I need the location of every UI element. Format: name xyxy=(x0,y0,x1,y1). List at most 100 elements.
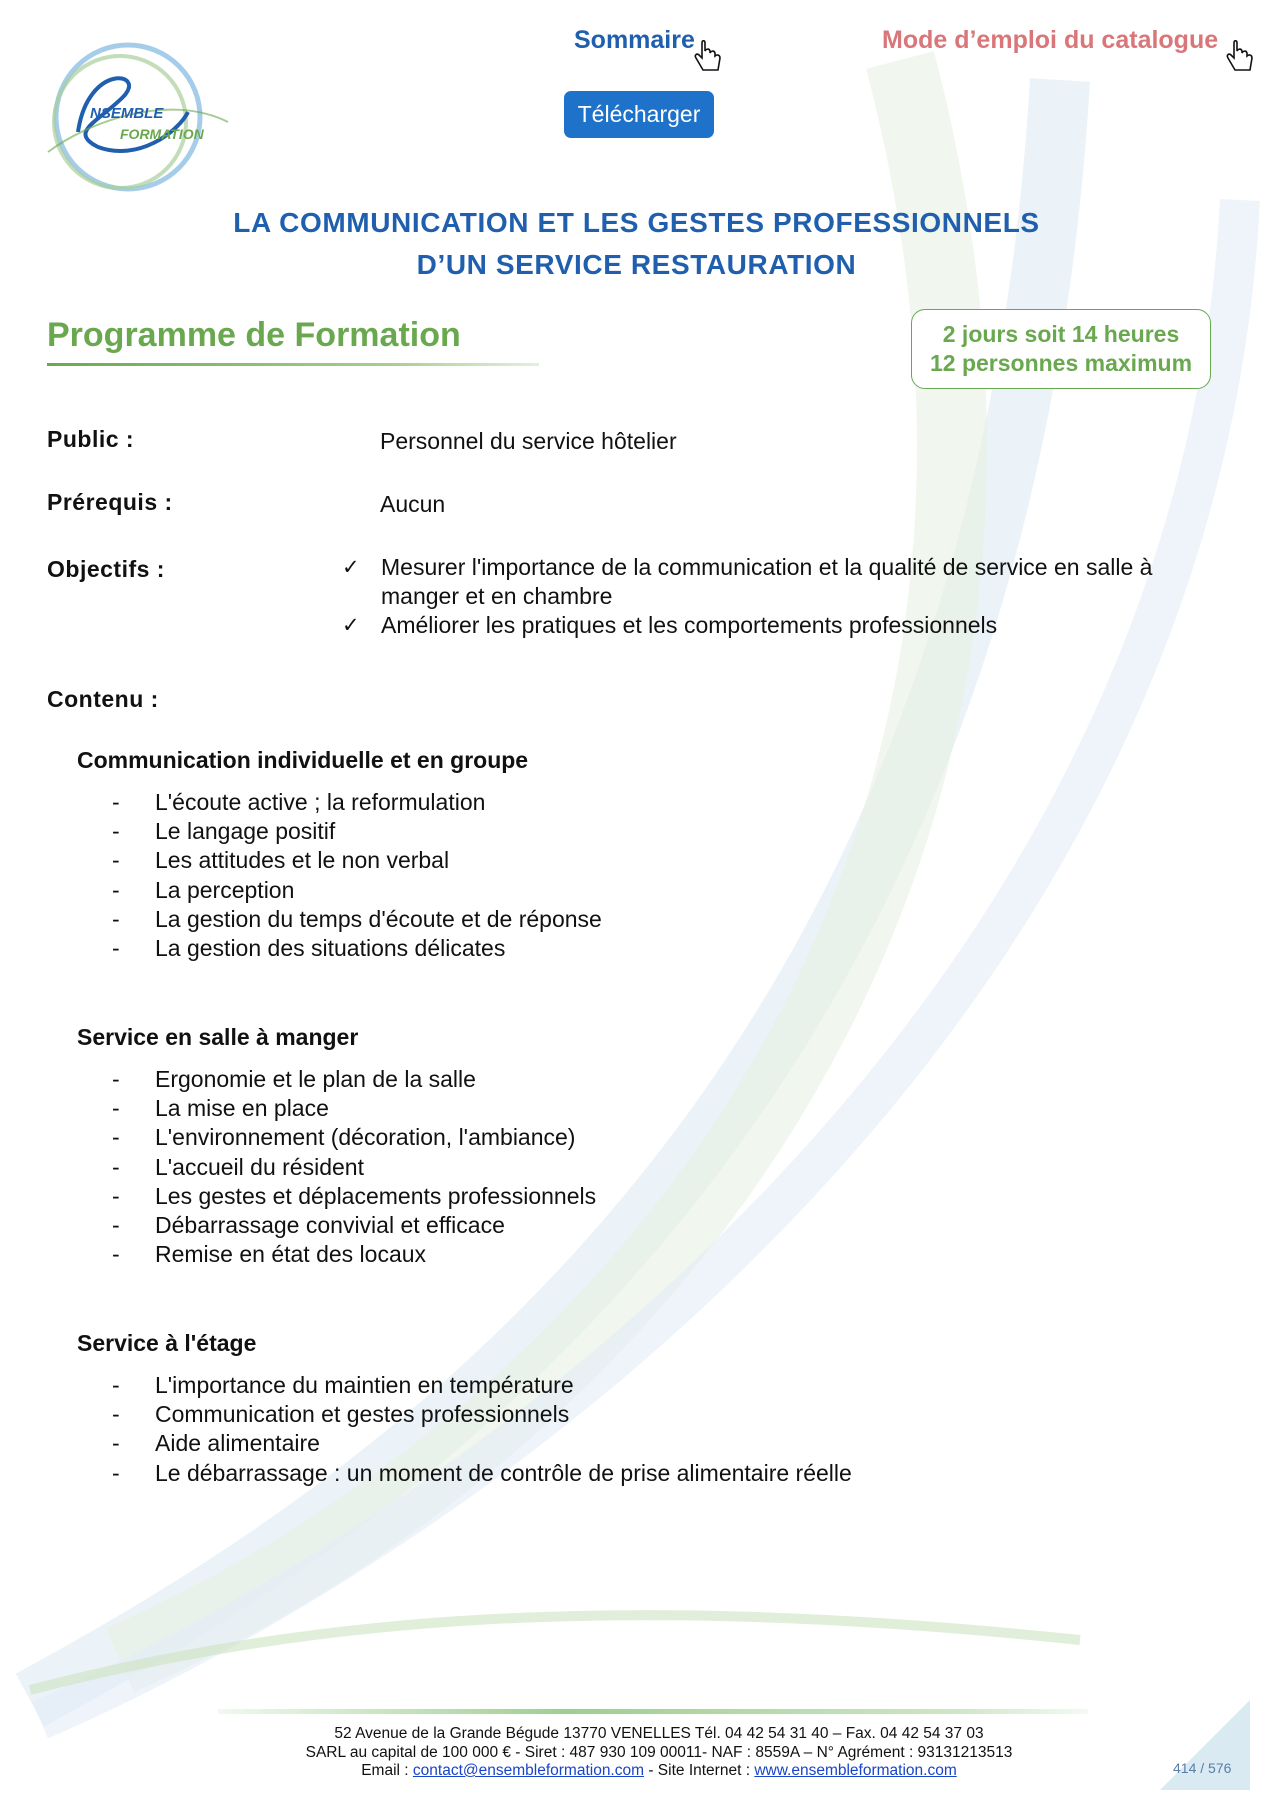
dash-bullet: - xyxy=(112,818,120,845)
list-item: - L'importance du maintien en température xyxy=(112,1371,852,1400)
footer-email-prefix: Email : xyxy=(361,1762,413,1779)
footer-contact: Email : contact@ensembleformation.com - … xyxy=(0,1762,1273,1781)
ensemble-formation-logo: NSEMBLE FORMATION xyxy=(28,22,233,192)
contenu-label: Contenu : xyxy=(47,686,159,712)
content-list: - L'importance du maintien en température… xyxy=(112,1371,852,1488)
list-item: - L'écoute active ; la reformulation xyxy=(112,788,602,817)
mode-emploi-link[interactable]: Mode d’emploi du catalogue xyxy=(882,26,1218,55)
list-item-text: Remise en état des locaux xyxy=(155,1241,427,1268)
list-item-text: Débarrassage convivial et efficace xyxy=(155,1212,505,1239)
dash-bullet: - xyxy=(112,1095,120,1122)
prereq-value: Aucun xyxy=(380,491,446,517)
list-item-text: La mise en place xyxy=(155,1095,329,1122)
footer-legal: SARL au capital de 100 000 € - Siret : 4… xyxy=(305,1743,1013,1761)
list-item: - Communication et gestes professionnels xyxy=(112,1400,852,1429)
email-link[interactable]: contact@ensembleformation.com xyxy=(412,1762,645,1779)
logo-text-ensemble: NSEMBLE xyxy=(90,105,164,122)
pointer-hand-icon xyxy=(694,40,721,71)
list-item: - La perception xyxy=(112,876,602,905)
dash-bullet: - xyxy=(112,1372,120,1398)
list-item-text: Ergonomie et le plan de la salle xyxy=(155,1066,476,1092)
public-value: Personnel du service hôtelier xyxy=(380,428,677,454)
list-item-text: Les gestes et déplacements professionnel… xyxy=(155,1182,597,1209)
list-item: - L'environnement (décoration, l'ambiance… xyxy=(112,1123,596,1152)
list-item-text: Aide alimentaire xyxy=(155,1430,320,1457)
list-item: - Les gestes et déplacements professionne… xyxy=(112,1182,596,1211)
section-title: Communication individuelle et en groupe xyxy=(77,747,529,773)
dash-bullet: - xyxy=(112,789,120,815)
dash-bullet: - xyxy=(112,1430,120,1457)
dash-bullet: - xyxy=(112,935,120,962)
dash-bullet: - xyxy=(112,1153,120,1180)
objectif-text-line: Améliorer les pratiques et les comportem… xyxy=(381,612,998,638)
programme-heading: Programme de Formation xyxy=(47,316,461,354)
content-list: - Ergonomie et le plan de la salle - La mi… xyxy=(112,1065,596,1269)
section-title: Service en salle à manger xyxy=(77,1024,359,1050)
duration-box: 2 jours soit 14 heures 12 personnes maxi… xyxy=(911,309,1211,389)
prereq-label: Prérequis : xyxy=(47,489,173,515)
objectif-item: ✓ Mesurer l'importance de la communicati… xyxy=(342,553,1182,611)
list-item-text: La gestion du temps d'écoute et de répon… xyxy=(155,905,602,932)
sommaire-label: Sommaire xyxy=(574,26,695,54)
course-title-line1: LA COMMUNICATION ET LES GESTES PROFESSIO… xyxy=(233,207,1040,238)
dash-bullet: - xyxy=(112,1182,120,1209)
course-title-line2: D’UN SERVICE RESTAURATION xyxy=(416,249,857,280)
content-list: - L'écoute active ; la reformulation - Le … xyxy=(112,788,602,963)
dash-bullet: - xyxy=(112,1401,120,1428)
objectifs-list: ✓ Mesurer l'importance de la communicati… xyxy=(342,553,1182,640)
capacity-text: 12 personnes maximum xyxy=(929,350,1193,376)
checkmark-icon: ✓ xyxy=(342,556,360,579)
list-item: - Les attitudes et le non verbal xyxy=(112,846,602,875)
footer-divider xyxy=(218,1709,1088,1714)
list-item: - La gestion du temps d'écoute et de répo… xyxy=(112,905,602,934)
list-item-text: L'importance du maintien en température xyxy=(155,1372,574,1398)
list-item-text: La perception xyxy=(155,876,295,903)
footer-address: 52 Avenue de la Grande Bégude 13770 VENE… xyxy=(334,1725,984,1742)
list-item-text: Le débarrassage : un moment de contrôle … xyxy=(155,1459,852,1486)
page-number: 414 / 576 xyxy=(1173,1760,1232,1776)
objectifs-label: Objectifs : xyxy=(47,556,165,582)
list-item: - La gestion des situations délicates xyxy=(112,934,602,963)
list-item-text: L'écoute active ; la reformulation xyxy=(155,789,486,815)
list-item: - Aide alimentaire xyxy=(112,1429,852,1458)
list-item: - Débarrassage convivial et efficace xyxy=(112,1211,596,1240)
list-item: - Remise en état des locaux xyxy=(112,1240,596,1269)
list-item: - La mise en place xyxy=(112,1094,596,1123)
section-title: Service à l'étage xyxy=(77,1330,257,1356)
dash-bullet: - xyxy=(112,1212,120,1239)
public-label: Public : xyxy=(47,426,135,452)
dash-bullet: - xyxy=(112,1459,120,1486)
mode-emploi-label: Mode d’emploi du catalogue xyxy=(882,26,1219,54)
list-item: - Ergonomie et le plan de la salle xyxy=(112,1065,596,1094)
logo-emblem xyxy=(47,42,229,192)
sommaire-link[interactable]: Sommaire xyxy=(574,26,695,55)
footer-site-prefix: - Site Internet : xyxy=(644,1762,755,1779)
programme-underline xyxy=(47,363,539,366)
dash-bullet: - xyxy=(112,876,120,903)
download-button[interactable]: Télécharger xyxy=(564,91,714,138)
dash-bullet: - xyxy=(112,1124,120,1151)
list-item-text: Le langage positif xyxy=(155,818,336,845)
objectif-text-line: manger et en chambre xyxy=(381,583,613,609)
list-item: - L'accueil du résident xyxy=(112,1153,596,1182)
objectif-item: ✓ Améliorer les pratiques et les comport… xyxy=(342,611,1182,640)
list-item: - Le débarrassage : un moment de contrôle… xyxy=(112,1459,852,1488)
website-link[interactable]: www.ensembleformation.com xyxy=(754,1762,957,1779)
footer: 52 Avenue de la Grande Bégude 13770 VENE… xyxy=(0,1725,1273,1781)
duration-text: 2 jours soit 14 heures xyxy=(942,321,1180,347)
list-item-text: La gestion des situations délicates xyxy=(155,935,506,962)
objectif-text-line: Mesurer l'importance de la communication… xyxy=(381,554,1153,580)
checkmark-icon: ✓ xyxy=(342,614,360,637)
pointer-hand-icon xyxy=(1226,40,1253,71)
dash-bullet: - xyxy=(112,847,120,874)
list-item-text: L'accueil du résident xyxy=(155,1153,364,1180)
list-item-text: Les attitudes et le non verbal xyxy=(155,847,450,874)
logo-text-formation: FORMATION xyxy=(120,126,204,142)
dash-bullet: - xyxy=(112,1241,120,1268)
list-item-text: L'environnement (décoration, l'ambiance) xyxy=(155,1124,576,1151)
list-item-text: Communication et gestes professionnels xyxy=(155,1401,570,1428)
dash-bullet: - xyxy=(112,905,120,932)
list-item: - Le langage positif xyxy=(112,817,602,846)
dash-bullet: - xyxy=(112,1066,120,1092)
